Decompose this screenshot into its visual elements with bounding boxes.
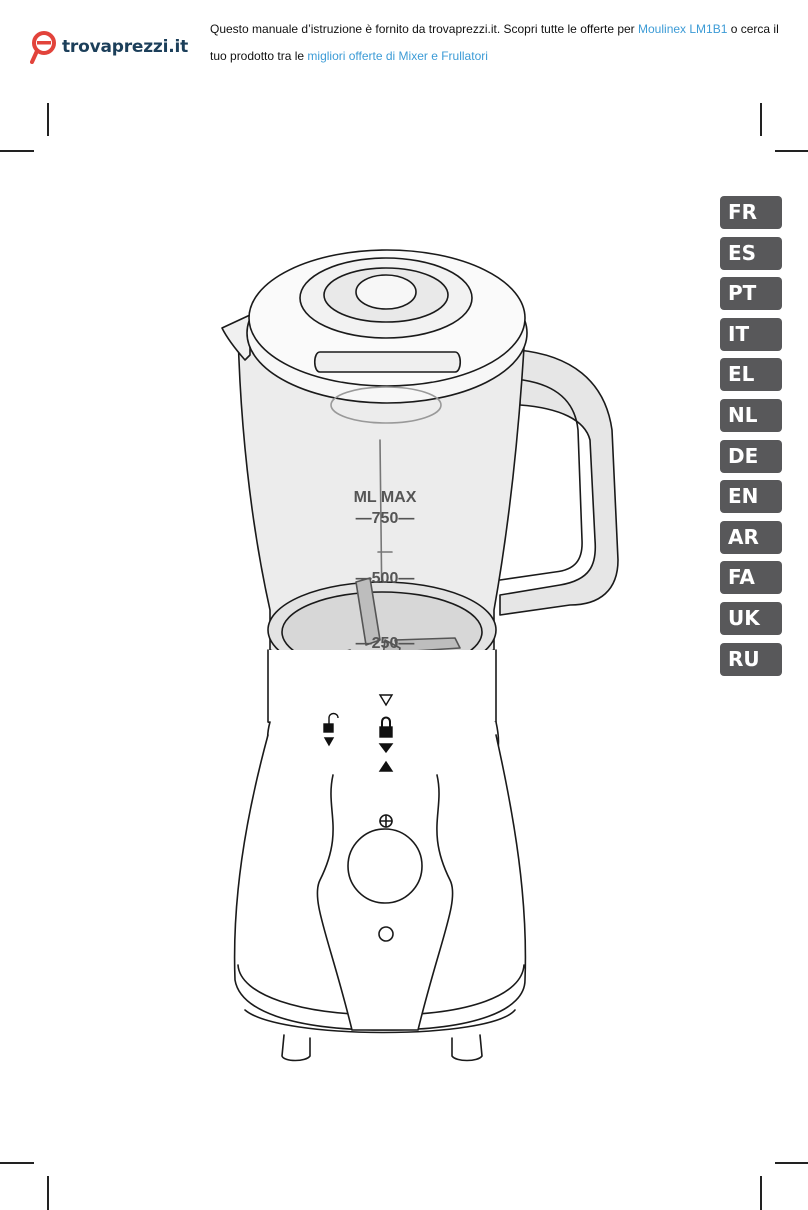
category-link[interactable]: migliori offerte di Mixer e Frullatori bbox=[307, 49, 488, 63]
jar-750-mark: —750— bbox=[355, 510, 415, 527]
lang-tab-fa[interactable]: FA bbox=[720, 561, 782, 595]
foot-left bbox=[281, 1034, 311, 1062]
lang-tab-el[interactable]: EL bbox=[720, 358, 782, 392]
jar-max-label: ML MAX bbox=[353, 489, 417, 506]
lang-tab-uk[interactable]: UK bbox=[720, 601, 782, 635]
crop-mark-bottom-right-horizontal bbox=[775, 1162, 808, 1164]
lang-tab-nl[interactable]: NL bbox=[720, 398, 782, 432]
pulse-indicator bbox=[378, 926, 394, 942]
lang-tab-es[interactable]: ES bbox=[720, 236, 782, 270]
product-link[interactable]: Moulinex LM1B1 bbox=[638, 22, 728, 36]
foot-right bbox=[451, 1034, 483, 1062]
lang-tab-it[interactable]: IT bbox=[720, 317, 782, 351]
speed-dial bbox=[347, 828, 423, 904]
crop-mark-top-left-vertical bbox=[47, 103, 49, 136]
lang-tab-en[interactable]: EN bbox=[720, 480, 782, 514]
jar-250-mark: —250— bbox=[355, 635, 415, 652]
crop-mark-top-right-vertical bbox=[760, 103, 762, 136]
crop-mark-top-left-horizontal bbox=[0, 150, 34, 152]
lang-tab-fr[interactable]: FR bbox=[720, 196, 782, 229]
brand-name: trovaprezzi.it bbox=[62, 37, 189, 57]
lang-tab-ru[interactable]: RU bbox=[720, 642, 782, 676]
jar-500-mark: —500— bbox=[355, 570, 415, 587]
notice-text-start: Questo manuale d’istruzione è fornito da… bbox=[210, 22, 639, 36]
notice-text-middle: o cerca il tuo prodotto tra le bbox=[210, 22, 779, 63]
jar-handle bbox=[499, 349, 619, 616]
lang-tab-pt[interactable]: PT bbox=[720, 277, 782, 311]
trovaprezzi-logo-icon bbox=[30, 31, 56, 64]
lang-tab-ar[interactable]: AR bbox=[720, 520, 782, 554]
header-notice: Questo manuale d’istruzione è fornito da… bbox=[210, 16, 780, 70]
crop-mark-bottom-left-vertical bbox=[47, 1176, 49, 1210]
brand-logo-link[interactable]: trovaprezzi.it bbox=[30, 30, 188, 64]
crop-mark-bottom-left-horizontal bbox=[0, 1162, 34, 1164]
jar-spout bbox=[221, 314, 251, 361]
language-tabs: FR ES PT IT EL NL DE EN AR FA UK RU bbox=[720, 196, 782, 683]
crop-mark-top-right-horizontal bbox=[775, 150, 808, 152]
lock-symbols bbox=[323, 694, 394, 772]
crop-mark-bottom-right-vertical bbox=[760, 1176, 762, 1210]
lang-tab-de[interactable]: DE bbox=[720, 439, 782, 473]
